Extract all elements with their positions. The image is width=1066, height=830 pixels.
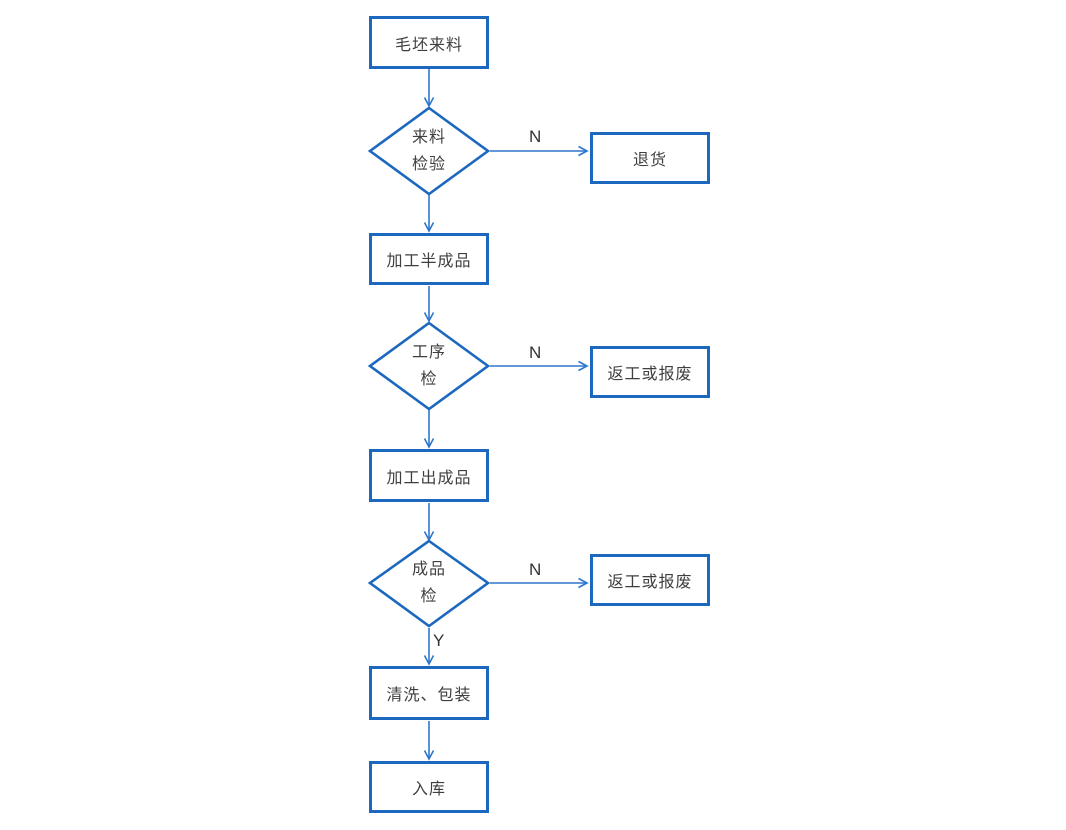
- branch-label-final-no: N: [529, 560, 542, 579]
- decision-diamond-process-inspection: [367, 321, 491, 411]
- process-node-rework-or-scrap-1: 返工或报废: [590, 346, 710, 398]
- decision-diamond-incoming-inspection: [367, 106, 491, 196]
- decision-label-incoming-inspection: 来料 检验: [369, 124, 489, 178]
- decision-label-line: 成品: [411, 561, 446, 578]
- branch-label-process-no: N: [529, 343, 542, 362]
- decision-label-line: 检: [420, 588, 438, 605]
- process-node-machine-semi-finished: 加工半成品: [369, 233, 489, 285]
- decision-diamond-final-inspection: [367, 539, 491, 628]
- branch-label-final-yes: Y: [433, 631, 445, 650]
- decision-label-line: 工序: [411, 344, 446, 361]
- decision-label-line: 来料: [411, 129, 446, 146]
- decision-label-final-inspection: 成品 检: [369, 556, 489, 610]
- decision-label-line: 检验: [411, 156, 446, 173]
- process-node-clean-package: 清洗、包装: [369, 666, 489, 720]
- process-node-return-goods: 退货: [590, 132, 710, 184]
- decision-label-line: 检: [420, 371, 438, 388]
- process-node-raw-material: 毛坯来料: [369, 16, 489, 69]
- decision-label-process-inspection: 工序 检: [369, 339, 489, 393]
- process-node-warehouse-in: 入库: [369, 761, 489, 813]
- process-node-machine-finished: 加工出成品: [369, 449, 489, 502]
- branch-label-incoming-no: N: [529, 127, 542, 146]
- process-node-rework-or-scrap-2: 返工或报废: [590, 554, 710, 606]
